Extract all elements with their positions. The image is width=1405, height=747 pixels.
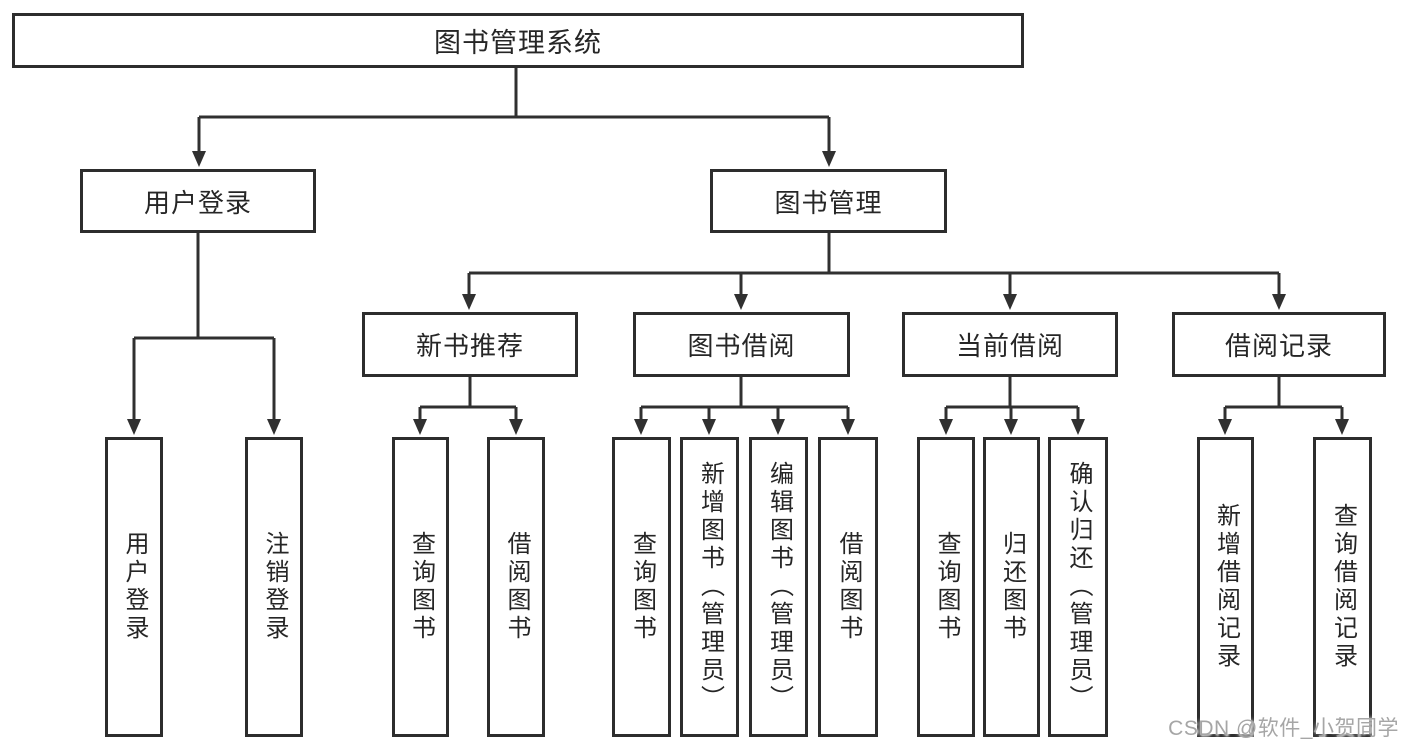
leaf-br-query-borrow-record-label: 查询借阅记录 [1329,503,1357,671]
arrowhead [1335,419,1349,435]
node-book-management: 图书管理 [710,169,947,233]
connector-book-borrow [639,377,850,423]
leaf-bb-edit-books-admin-label: 编辑图书（管理员） [765,461,793,713]
node-root: 图书管理系统 [12,13,1024,68]
leaf-cb-return-books: 归还图书 [983,437,1040,737]
node-current-borrow-label: 当前借阅 [955,331,1064,361]
node-book-management-label: 图书管理 [774,187,883,218]
leaf-br-add-borrow-record-label: 新增借阅记录 [1212,503,1240,671]
leaf-user-login: 用户登录 [105,437,163,737]
connector-borrow-records [1223,377,1344,423]
node-current-borrow: 当前借阅 [902,312,1118,377]
connector-current-borrow [944,377,1080,423]
arrowhead [734,294,748,310]
leaf-cb-confirm-return-admin-label: 确认归还（管理员） [1065,461,1092,713]
csdn-watermark: CSDN @软件_小贺同学 [1168,717,1399,740]
connector-root [197,68,831,155]
arrowhead [939,419,953,435]
leaf-bb-query-books: 查询图书 [612,437,671,737]
arrowhead [509,419,523,435]
node-user-login-label: 用户登录 [143,187,252,218]
node-borrow-records: 借阅记录 [1172,312,1386,377]
leaf-user-login-label: 用户登录 [121,531,148,643]
leaf-logout: 注销登录 [245,437,303,737]
arrowhead [771,419,785,435]
arrowhead [127,419,141,435]
leaf-cb-confirm-return-admin: 确认归还（管理员） [1048,437,1108,737]
leaf-bb-add-books-admin-label: 新增图书（管理员） [696,461,724,713]
leaf-logout-label: 注销登录 [261,531,288,643]
leaf-br-query-borrow-record: 查询借阅记录 [1313,437,1372,737]
leaf-bb-edit-books-admin: 编辑图书（管理员） [749,437,808,737]
arrowhead [267,419,281,435]
node-book-borrow: 图书借阅 [633,312,850,377]
arrowhead [1003,294,1017,310]
leaf-bb-borrow-books: 借阅图书 [818,437,878,737]
arrowhead [841,419,855,435]
leaf-cb-return-books-label: 归还图书 [998,531,1026,643]
node-root-label: 图书管理系统 [434,28,602,58]
connector-user-login [132,233,276,423]
node-new-book-recommend: 新书推荐 [362,312,578,377]
leaf-cb-query-books-label: 查询图书 [933,531,960,643]
node-new-book-recommend-label: 新书推荐 [415,331,524,361]
arrowhead [1071,419,1085,435]
leaf-nb-query-books-label: 查询图书 [407,531,435,643]
arrowhead [413,419,427,435]
connector-new-book-recommend [418,377,518,423]
arrowhead [1218,419,1232,435]
arrowhead [1004,419,1018,435]
leaf-nb-borrow-books: 借阅图书 [487,437,545,737]
leaf-nb-query-books: 查询图书 [392,437,449,737]
connector-book-management [467,233,1281,298]
node-book-borrow-label: 图书借阅 [687,331,796,361]
arrowhead [192,151,206,167]
leaf-bb-borrow-books-label: 借阅图书 [835,531,862,643]
arrowhead [1272,294,1286,310]
arrowhead [702,419,716,435]
node-user-login: 用户登录 [80,169,316,233]
arrowhead [634,419,648,435]
leaf-bb-query-books-label: 查询图书 [628,531,656,643]
arrowhead [822,151,836,167]
leaf-br-add-borrow-record: 新增借阅记录 [1197,437,1254,737]
arrowhead [462,294,476,310]
node-borrow-records-label: 借阅记录 [1224,331,1333,361]
leaf-cb-query-books: 查询图书 [917,437,975,737]
leaf-bb-add-books-admin: 新增图书（管理员） [680,437,739,737]
leaf-nb-borrow-books-label: 借阅图书 [503,531,530,643]
